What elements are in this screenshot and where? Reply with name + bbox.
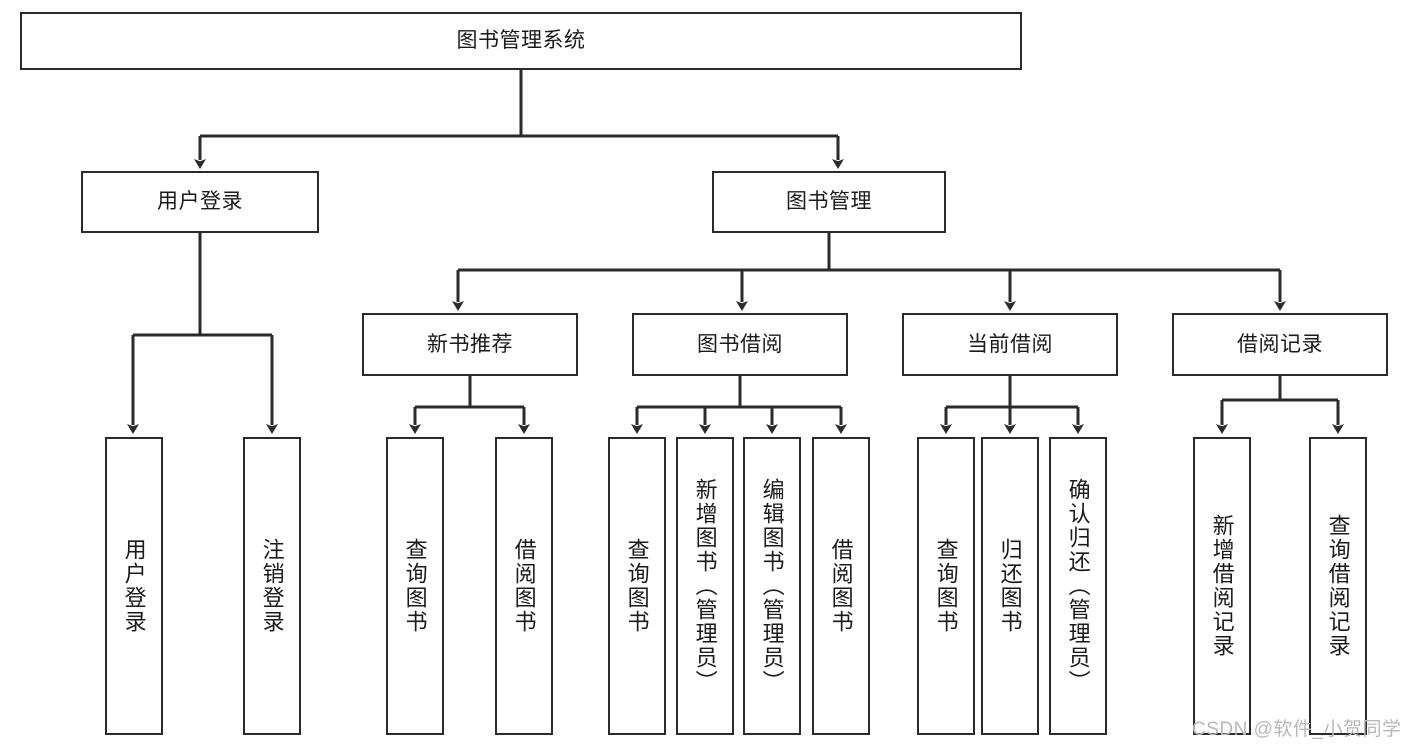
leaf-label: 注销登录 bbox=[259, 538, 285, 634]
node-borrow-record[interactable]: 借阅记录 bbox=[1172, 313, 1388, 376]
node-new-book-recommend[interactable]: 新书推荐 bbox=[362, 313, 578, 376]
leaf-label: 归还图书 bbox=[997, 538, 1023, 634]
leaf-label: 查询图书 bbox=[933, 538, 959, 634]
leaf-book-borrow-add-book-admin[interactable]: 新增图书（管理员） bbox=[676, 437, 734, 735]
leaf-label: 查询图书 bbox=[624, 538, 650, 634]
leaf-new-book-query-book[interactable]: 查询图书 bbox=[386, 437, 444, 735]
leaf-label: 用户登录 bbox=[121, 538, 147, 634]
leaf-label: 确认归还（管理员） bbox=[1065, 478, 1091, 694]
node-root-system[interactable]: 图书管理系统 bbox=[20, 12, 1022, 70]
leaf-label: 借阅图书 bbox=[828, 538, 854, 634]
leaf-new-book-borrow-book[interactable]: 借阅图书 bbox=[495, 437, 553, 735]
leaf-current-borrow-confirm-return-admin[interactable]: 确认归还（管理员） bbox=[1049, 437, 1107, 735]
leaf-label: 借阅图书 bbox=[511, 538, 537, 634]
leaf-label: 查询借阅记录 bbox=[1325, 514, 1351, 658]
leaf-borrow-record-query-record[interactable]: 查询借阅记录 bbox=[1309, 437, 1367, 735]
leaf-borrow-record-add-record[interactable]: 新增借阅记录 bbox=[1193, 437, 1251, 735]
leaf-user-login-signin[interactable]: 用户登录 bbox=[105, 437, 163, 735]
leaf-label: 查询图书 bbox=[402, 538, 428, 634]
leaf-current-borrow-query-book[interactable]: 查询图书 bbox=[917, 437, 975, 735]
leaf-book-borrow-borrow-book[interactable]: 借阅图书 bbox=[812, 437, 870, 735]
leaf-label: 新增借阅记录 bbox=[1209, 514, 1235, 658]
leaf-book-borrow-edit-book-admin[interactable]: 编辑图书（管理员） bbox=[743, 437, 801, 735]
leaf-current-borrow-return-book[interactable]: 归还图书 bbox=[981, 437, 1039, 735]
watermark-text: CSDN @软件_小贺同学 bbox=[1192, 719, 1402, 740]
leaf-label: 编辑图书（管理员） bbox=[759, 478, 785, 694]
leaf-label: 新增图书（管理员） bbox=[692, 478, 718, 694]
node-book-management[interactable]: 图书管理 bbox=[712, 171, 946, 233]
node-user-login[interactable]: 用户登录 bbox=[81, 171, 319, 233]
leaf-user-login-signout[interactable]: 注销登录 bbox=[243, 437, 301, 735]
node-current-borrow[interactable]: 当前借阅 bbox=[902, 313, 1118, 376]
leaf-book-borrow-query-book[interactable]: 查询图书 bbox=[608, 437, 666, 735]
node-book-borrow[interactable]: 图书借阅 bbox=[632, 313, 848, 376]
